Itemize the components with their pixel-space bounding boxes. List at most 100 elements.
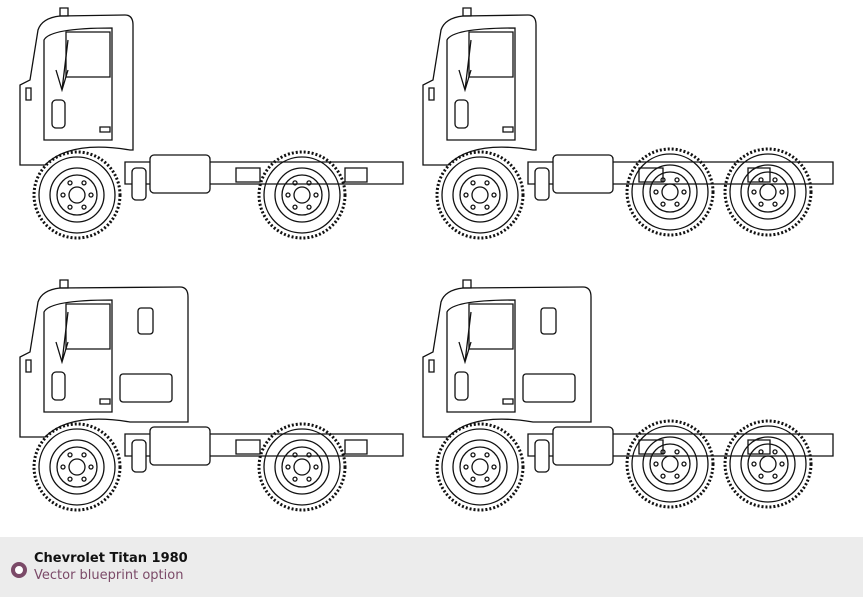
rim: [50, 168, 104, 222]
lug-nut: [89, 193, 93, 197]
lug-nut: [68, 205, 72, 209]
spring-hanger: [236, 440, 260, 454]
lug-nut: [471, 453, 475, 457]
hub: [69, 459, 85, 475]
fuel-tank: [150, 427, 210, 465]
lug-nut: [307, 453, 311, 457]
caption-bar: [0, 537, 863, 597]
lug-nut: [773, 474, 777, 478]
lug-nut: [661, 178, 665, 182]
lug-nut: [682, 462, 686, 466]
tire: [730, 426, 806, 502]
sleeper-window: [541, 308, 556, 334]
cab-outline: [20, 15, 133, 165]
lug-nut: [286, 193, 290, 197]
wheel: [437, 424, 523, 510]
lug-nut: [780, 462, 784, 466]
lug-nut: [485, 205, 489, 209]
exhaust-cap: [60, 8, 68, 16]
hub: [294, 459, 310, 475]
wheel: [259, 152, 345, 238]
lug-nut: [759, 450, 763, 454]
lug-nut: [307, 205, 311, 209]
lug-nut: [82, 205, 86, 209]
lug-nut: [61, 193, 65, 197]
rim-inner: [282, 447, 322, 487]
hub: [472, 459, 488, 475]
tire: [264, 429, 340, 505]
lug-nut: [314, 465, 318, 469]
vent: [455, 100, 468, 128]
lug-nut: [307, 477, 311, 481]
hub: [760, 184, 776, 200]
door: [44, 28, 112, 140]
rear-hanger: [345, 440, 367, 454]
hub: [662, 184, 678, 200]
lug-nut: [654, 462, 658, 466]
lug-nut: [675, 178, 679, 182]
hub: [760, 456, 776, 472]
door: [44, 300, 112, 412]
rim-inner: [748, 444, 788, 484]
wheel: [627, 149, 713, 235]
lug-nut: [485, 453, 489, 457]
tire-tread: [259, 424, 345, 510]
lug-nut: [82, 453, 86, 457]
tire: [442, 157, 518, 233]
rim: [741, 437, 795, 491]
sleeper-window: [138, 308, 153, 334]
tire-tread: [725, 421, 811, 507]
vent: [455, 372, 468, 400]
lug-nut: [471, 181, 475, 185]
wheel: [725, 149, 811, 235]
rim: [275, 168, 329, 222]
lug-nut: [89, 465, 93, 469]
lug-nut: [286, 465, 290, 469]
lug-nut: [61, 465, 65, 469]
tire-tread: [437, 424, 523, 510]
rim: [643, 437, 697, 491]
lug-nut: [752, 462, 756, 466]
lug-nut: [773, 178, 777, 182]
lug-nut: [759, 202, 763, 206]
rear-hanger: [748, 168, 770, 182]
hub: [69, 187, 85, 203]
truck-2-axle-day-cab: [20, 8, 403, 238]
tire: [39, 429, 115, 505]
lug-nut: [464, 465, 468, 469]
tire-tread: [34, 152, 120, 238]
lug-nut: [293, 205, 297, 209]
lug-nut: [485, 477, 489, 481]
option-radio-icon[interactable]: [11, 562, 27, 578]
caption-title: Chevrolet Titan 1980: [34, 551, 188, 566]
rim-inner: [650, 172, 690, 212]
lug-nut: [654, 190, 658, 194]
cab-outline: [423, 15, 536, 165]
tire: [730, 154, 806, 230]
lug-nut: [682, 190, 686, 194]
fuel-tank: [553, 427, 613, 465]
tire-tread: [627, 421, 713, 507]
sleeper-compartment-door: [523, 374, 575, 402]
wheel: [34, 424, 120, 510]
tire-tread: [725, 149, 811, 235]
wheel: [259, 424, 345, 510]
rim: [741, 165, 795, 219]
mirror: [56, 312, 68, 362]
lug-nut: [68, 477, 72, 481]
rim-inner: [57, 447, 97, 487]
battery-box: [535, 168, 549, 200]
lug-nut: [492, 193, 496, 197]
rim: [275, 440, 329, 494]
tire: [632, 154, 708, 230]
battery-box: [132, 168, 146, 200]
lug-nut: [293, 181, 297, 185]
spring-hanger: [639, 440, 663, 454]
caption-subtitle: Vector blueprint option: [34, 568, 184, 583]
door-handle: [503, 399, 513, 404]
lug-nut: [675, 450, 679, 454]
marker-light: [26, 360, 31, 372]
battery-box: [132, 440, 146, 472]
truck-2-axle-sleeper-cab: [20, 280, 403, 510]
wheel: [725, 421, 811, 507]
